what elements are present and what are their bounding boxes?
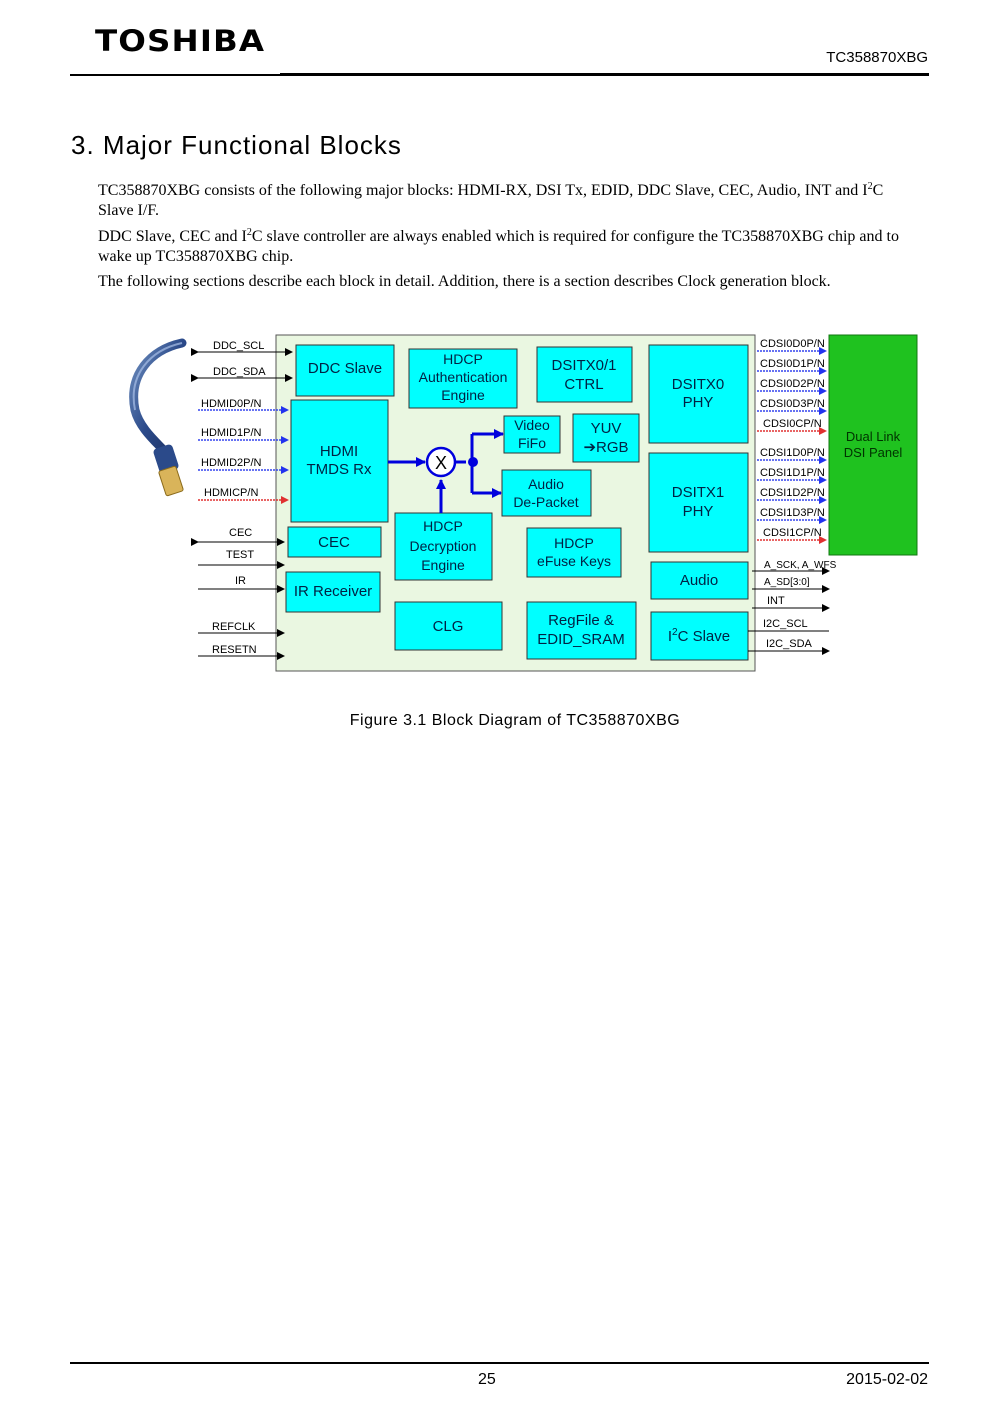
left-signal-labels: DDC_SCL DDC_SDA HDMID0P/N HDMID1P/N HDMI… [201,340,266,656]
sig-ir: IR [235,575,246,587]
label-audio: Audio [680,572,718,589]
sig-int: INT [767,595,785,607]
label-hdcp-efuse-1: HDCP [554,535,594,551]
label-ddc-slave: DDC Slave [308,360,382,377]
label-cec: CEC [318,534,350,551]
right-signal-labels: CDSI0D0P/N CDSI0D1P/N CDSI0D2P/N CDSI0D3… [760,338,837,650]
paragraph-overview: TC358870XBG consists of the following ma… [98,181,918,221]
sig-hdmid0: HDMID0P/N [201,398,262,410]
figure-caption: Figure 3.1 Block Diagram of TC358870XBG [0,712,1000,730]
label-dsitx0-1: DSITX0 [672,376,725,393]
sig-cdsi0cp: CDSI0CP/N [763,418,822,430]
sig-refclk: REFCLK [212,621,256,633]
p2-text-a: DDC Slave, CEC and I [98,228,247,245]
sig-cdsi0d0: CDSI0D0P/N [760,338,825,350]
paragraph-sections: The following sections describe each blo… [98,272,918,292]
junction-dot [468,457,478,467]
page-number: 25 [478,1371,496,1389]
block-diagram: Dual Link DSI Panel DDC_SCL DDC_SDA HDMI… [100,320,930,680]
document-id: TC358870XBG [826,49,928,66]
label-video-fifo-1: Video [514,417,550,433]
label-video-fifo-2: FiFo [518,435,546,451]
label-dsitx0-2: PHY [683,394,714,411]
p1-text-a: TC358870XBG consists of the following ma… [98,182,868,199]
sig-hdmid1: HDMID1P/N [201,427,262,439]
label-hdcp-auth-2: Authentication [419,369,508,385]
hdmi-cable-icon [134,343,184,496]
sig-cdsi1d2: CDSI1D2P/N [760,487,825,499]
label-i2c-slave: I2C Slave [668,627,730,645]
section-title: 3. Major Functional Blocks [71,130,402,161]
label-yuv-1: YUV [591,420,622,437]
block-dsitx-ctrl [537,347,632,402]
label-dsitx-ctrl-2: CTRL [564,376,603,393]
label-hdmi-rx-1: HDMI [320,443,358,460]
sig-a-sd: A_SD[3:0] [764,577,810,588]
label-hdcp-efuse-2: eFuse Keys [537,553,611,569]
label-hdmi-rx-2: TMDS Rx [307,461,372,478]
label-hdcp-decrypt-2: Decryption [410,538,477,554]
header-rule [70,74,929,76]
label-hdcp-auth-1: HDCP [443,351,483,367]
footer-date: 2015-02-02 [846,1371,928,1389]
sig-cdsi1cp: CDSI1CP/N [763,527,822,539]
label-hdcp-decrypt-1: HDCP [423,518,463,534]
panel-label-1: Dual Link [846,429,901,444]
sig-i2c-sda: I2C_SDA [766,638,813,650]
label-audio-depacket-2: De-Packet [513,494,578,510]
sig-hdmid2: HDMID2P/N [201,457,262,469]
label-yuv-2: ➔RGB [583,439,628,456]
label-regfile-2: EDID_SRAM [537,631,625,648]
label-dsitx1-1: DSITX1 [672,484,725,501]
sig-cdsi1d1: CDSI1D1P/N [760,467,825,479]
sig-ddc-scl: DDC_SCL [213,340,264,352]
paragraph-always-enabled: DDC Slave, CEC and I2C slave controller … [98,227,918,267]
panel-label-2: DSI Panel [844,445,903,460]
label-dsitx-ctrl-1: DSITX0/1 [551,357,616,374]
footer-rule [70,1362,929,1364]
sig-cec: CEC [229,527,252,539]
label-dsitx1-2: PHY [683,503,714,520]
sig-cdsi1d0: CDSI1D0P/N [760,447,825,459]
label-clg: CLG [433,618,464,635]
sig-i2c-scl: I2C_SCL [763,618,808,630]
sig-test: TEST [226,549,254,561]
label-hdcp-auth-3: Engine [441,387,485,403]
sig-cdsi0d2: CDSI0D2P/N [760,378,825,390]
mux-node: X [427,448,455,476]
sig-hdmicp: HDMICP/N [204,487,258,499]
mux-label: X [435,453,447,473]
label-i2c-slave-post: C Slave [678,628,731,645]
label-audio-depacket-1: Audio [528,476,564,492]
dsi-panel: Dual Link DSI Panel [829,335,917,555]
label-regfile-1: RegFile & [548,612,614,629]
sig-cdsi0d1: CDSI0D1P/N [760,358,825,370]
label-ir-receiver: IR Receiver [294,583,372,600]
toshiba-logo: TOSHIBA [95,24,265,58]
sig-cdsi0d3: CDSI0D3P/N [760,398,825,410]
sig-ddc-sda: DDC_SDA [213,366,266,378]
sig-a-sck: A_SCK, A_WFS [764,560,837,571]
sig-cdsi1d3: CDSI1D3P/N [760,507,825,519]
sig-resetn: RESETN [212,644,257,656]
header-rule-thin [280,73,929,74]
label-hdcp-decrypt-3: Engine [421,557,465,573]
